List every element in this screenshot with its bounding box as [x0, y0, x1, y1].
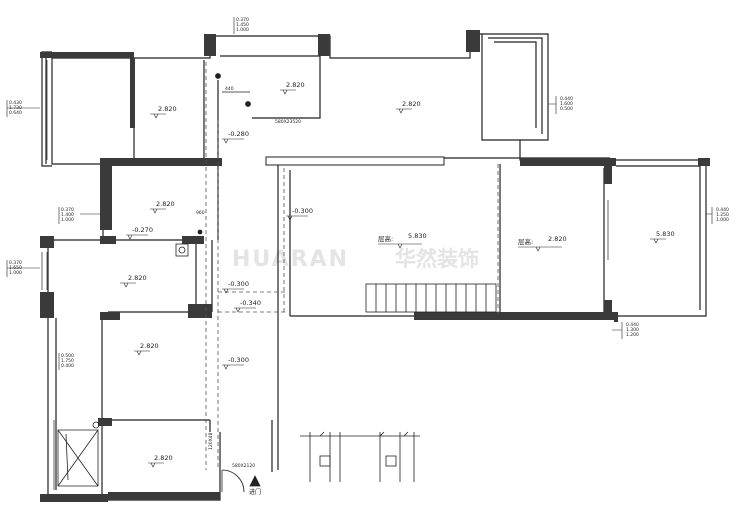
- note-right-bottom: 0.440 1.300 1.200: [612, 322, 639, 339]
- room-dining: 2.820: [548, 235, 567, 243]
- note-left-bottom-2: 1.750: [61, 358, 74, 364]
- room-middle: 2.820: [140, 342, 159, 350]
- small-dims: 440 580X23520 960 580X2120 120X48: [196, 86, 301, 469]
- room-balcony-east: 5.830: [656, 230, 675, 238]
- room-dining-prefix: 层高:: [518, 237, 533, 246]
- note-left-bottom-1: 0.500: [61, 353, 74, 359]
- note-top-center-3: 1.000: [236, 27, 249, 33]
- note-right-mid-1: 0.440: [716, 207, 729, 213]
- note-right-mid-3: 1.000: [716, 217, 729, 223]
- note-left-mid2: 0.370 1.650 1.000: [6, 260, 40, 277]
- watermark-cjk: 华然装饰: [395, 247, 479, 271]
- note-right-top-3: 0.500: [560, 106, 573, 112]
- note-right-top-1: 0.440: [560, 96, 573, 102]
- dim-bath-door: 440: [225, 86, 234, 92]
- dim-entry-door: 580X2120: [232, 463, 255, 469]
- note-left-bottom: 0.500 1.750 0.400: [58, 353, 74, 370]
- note-left-mid2-1: 0.370: [9, 260, 22, 266]
- staircase: [365, 283, 497, 313]
- note-left-mid: 0.370 1.400 1.000: [58, 207, 102, 224]
- level-kitchen-floor: -0.270: [132, 226, 153, 234]
- windows: [41, 60, 707, 490]
- dim-bath-size: 580X23520: [275, 119, 301, 125]
- note-top-center: 0.370 1.450 1.000: [233, 17, 249, 34]
- dashed-lines: [205, 62, 499, 470]
- note-right-mid-2: 1.250: [716, 212, 729, 218]
- dim-entry-side: 120X48: [208, 432, 214, 450]
- note-left-mid-3: 1.000: [61, 217, 74, 223]
- room-bath-top: 2.820: [286, 81, 305, 89]
- level-corridor-top: -0.280: [228, 130, 249, 138]
- entrance-label: 进门: [249, 488, 261, 496]
- level-corridor-bottom: -0.300: [228, 356, 249, 364]
- note-right-top: 0.440 1.600 0.500: [548, 96, 573, 114]
- outline-walls: [41, 33, 707, 501]
- note-top-center-1: 0.370: [236, 17, 249, 23]
- note-left-top: 0.430 1.730 0.640: [6, 100, 40, 117]
- bathroom-fixtures: [57, 73, 251, 487]
- note-left-top-3: 0.640: [9, 110, 22, 116]
- room-double-height-prefix: 层高:: [378, 234, 393, 243]
- note-left-bottom-3: 0.400: [61, 363, 74, 369]
- note-left-mid-1: 0.370: [61, 207, 74, 213]
- room-double-height: 5.830: [408, 232, 427, 240]
- room-living-top: 2.820: [402, 100, 421, 108]
- room-entry: 2.820: [154, 454, 173, 462]
- note-right-bottom-2: 1.300: [626, 327, 639, 333]
- level-corridor-low: -0.300: [228, 280, 249, 288]
- dim-kitchen-window: 960: [196, 210, 205, 216]
- room-bedroom-nw: 2.820: [158, 105, 177, 113]
- level-marks: -0.280 -0.300 -0.270 -0.300 -0.340 -0.30…: [126, 130, 313, 370]
- note-left-top-1: 0.430: [9, 100, 22, 106]
- hall-opening: [265, 156, 445, 166]
- note-left-mid2-3: 1.000: [9, 270, 22, 276]
- wall-detail: [300, 431, 420, 482]
- level-corridor-low2: -0.340: [240, 299, 261, 307]
- room-kitchen: 2.820: [156, 200, 175, 208]
- note-right-mid: 0.440 1.250 1.000: [706, 207, 729, 224]
- window-notes: 0.370 1.450 1.000 0.430 1.730 0.640 0.44…: [6, 17, 729, 370]
- entrance-door: [221, 469, 261, 493]
- level-hall-mid: -0.300: [292, 207, 313, 215]
- note-top-center-2: 1.450: [236, 22, 249, 28]
- note-right-bottom-1: 0.440: [626, 322, 639, 328]
- note-right-bottom-3: 1.200: [626, 332, 639, 338]
- solid-walls: [40, 30, 710, 502]
- note-left-mid-2: 1.400: [61, 212, 74, 218]
- room-west: 2.820: [128, 274, 147, 282]
- room-labels: 2.820 2.820 2.820 2.820 2.820 2.820 2.82…: [120, 81, 675, 468]
- note-right-top-2: 1.600: [560, 101, 573, 107]
